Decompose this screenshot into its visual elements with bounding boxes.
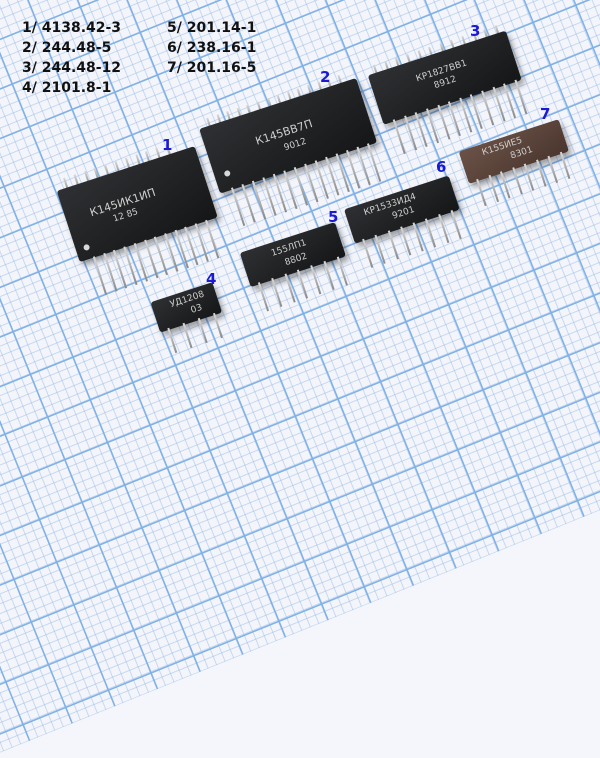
chip-label-6: 6 [436, 158, 447, 176]
chip-label-1: 1 [162, 136, 173, 154]
legend-item-1: 1/ 4138.42-3 [22, 20, 122, 36]
chip-2-date: 9012 [282, 136, 308, 154]
legend-item-6: 6/ 238.16-1 [167, 40, 257, 56]
chip-label-3: 3 [470, 22, 481, 40]
legend-item-4: 4/ 2101.8-1 [22, 80, 112, 96]
chip-label-4: 4 [206, 270, 217, 288]
chip-label-7: 7 [540, 105, 551, 123]
pin1-dot-icon [223, 169, 232, 178]
legend-item-2: 2/ 244.48-5 [22, 40, 112, 56]
chip-4-date: 03 [189, 302, 204, 316]
legend-item-7: 7/ 201.16-5 [167, 60, 257, 76]
legend-item-3: 3/ 244.48-12 [22, 60, 122, 76]
legend-item-5: 5/ 201.14-1 [167, 20, 257, 36]
chip-label-2: 2 [320, 68, 331, 86]
pin1-dot-icon [82, 243, 91, 252]
package-legend: 1/ 4138.42-3 5/ 201.14-1 2/ 244.48-5 6/ … [22, 20, 287, 96]
chip-label-5: 5 [328, 208, 339, 226]
